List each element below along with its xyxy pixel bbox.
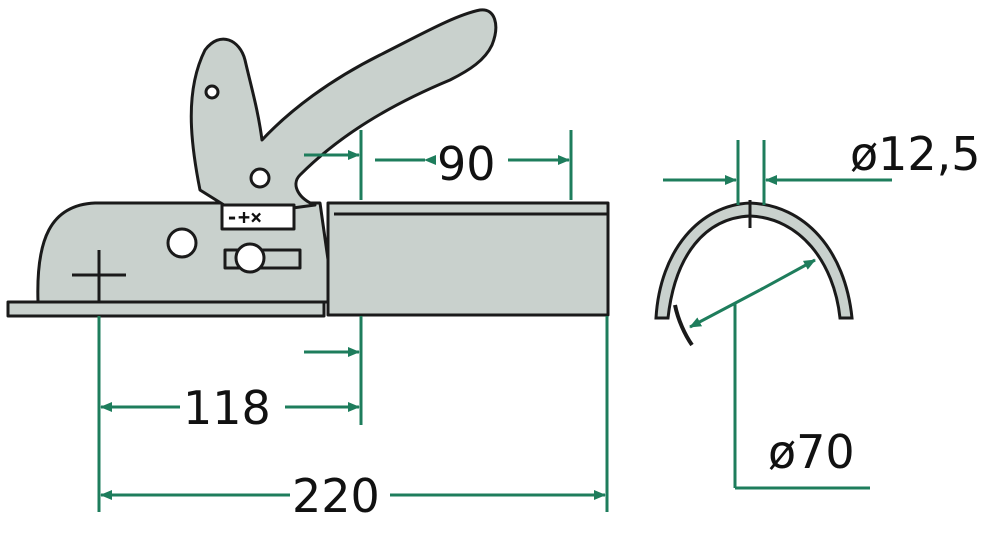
dim-220: 220 <box>292 469 380 523</box>
ball-ring-section <box>654 200 854 347</box>
dim-ball-diameter: ø70 <box>768 425 855 479</box>
indicator-label: -+× <box>226 205 262 229</box>
dim-90: 90 <box>437 137 496 191</box>
ball-center-cross <box>72 250 126 302</box>
drawbar-tube <box>326 201 610 317</box>
base-plate <box>6 300 326 318</box>
dimension-lines <box>97 130 892 512</box>
handle <box>189 8 498 217</box>
dim-bolt-diameter: ø12,5 <box>850 127 981 181</box>
coupling-body <box>6 8 610 318</box>
indicator-plate <box>220 203 296 231</box>
dim-118: 118 <box>183 381 271 435</box>
